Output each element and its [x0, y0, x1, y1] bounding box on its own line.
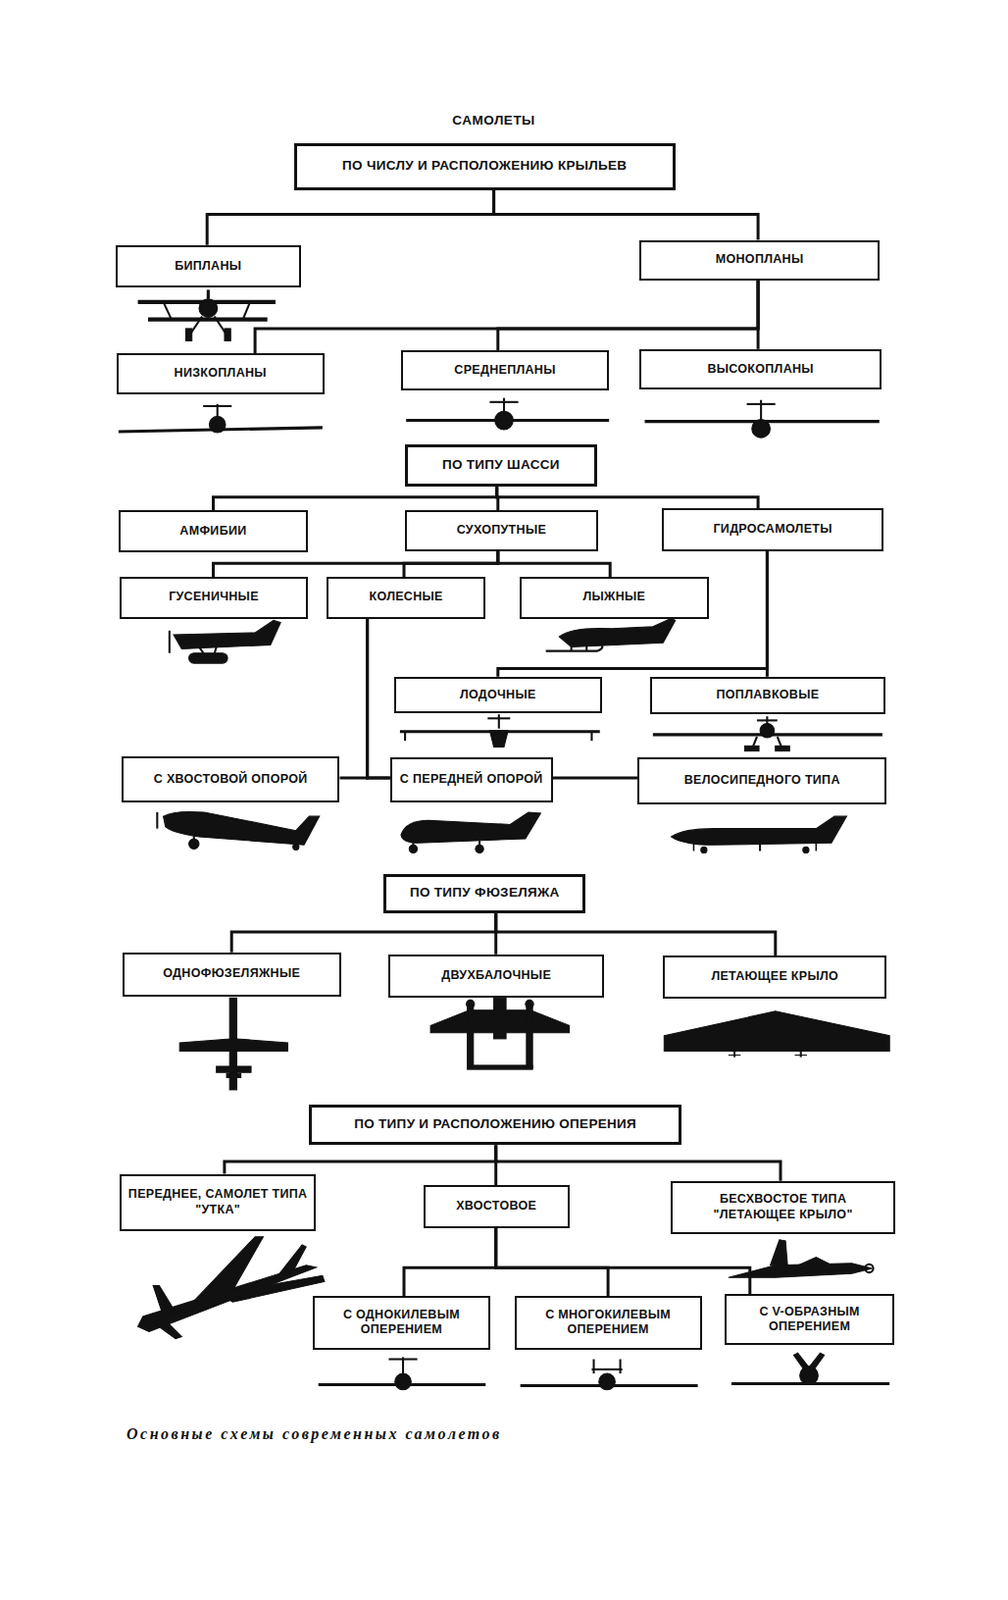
nose-wheel-figure	[401, 811, 542, 854]
flying-wing-figure	[663, 1010, 890, 1058]
box-label: ЛЕТАЮЩЕЕ КРЫЛО	[705, 966, 845, 987]
type-box: ВЕЛОСИПЕДНОГО ТИПА	[637, 756, 887, 805]
box-label: ПО ТИПУ ШАССИ	[436, 454, 566, 476]
type-box: С ОДНОКИЛЕВЫМ ОПЕРЕНИЕМ	[312, 1295, 492, 1349]
tail-wheel-figure	[156, 810, 319, 850]
box-label: ВЫСОКОПЛАНЫ	[701, 359, 819, 380]
type-box: ВЫСОКОПЛАНЫ	[639, 349, 882, 391]
tree-connector	[403, 551, 499, 577]
tree-connector	[496, 1144, 781, 1180]
category-box: ПО ТИПУ ФЮЗЕЛЯЖА	[383, 873, 586, 914]
tree-connector	[254, 280, 758, 353]
box-label: БИПЛАНЫ	[168, 256, 248, 277]
float-plane-figure	[653, 715, 883, 751]
diagram-title: САМОЛЕТЫ	[452, 112, 536, 128]
tree-connector	[224, 1144, 497, 1173]
box-label: ПОПЛАВКОВЫЕ	[710, 685, 826, 706]
tree-connector	[206, 190, 494, 246]
type-box: ГИДРОСАМОЛЕТЫ	[661, 507, 884, 552]
tree-connector	[496, 1227, 751, 1295]
category-box: ПО ЧИСЛУ И РАСПОЛОЖЕНИЮ КРЫЛЬЕВ	[294, 143, 676, 191]
tree-connector	[231, 912, 497, 953]
tree-connector	[498, 551, 610, 577]
tree-connector	[340, 618, 368, 778]
type-box: МОНОПЛАНЫ	[639, 240, 880, 282]
box-label: НИЗКОПЛАНЫ	[168, 363, 273, 384]
figure-caption: Основные схемы современных самолетов	[126, 1424, 503, 1443]
type-box: ЛЕТАЮЩЕЕ КРЫЛО	[662, 955, 887, 999]
type-box: С ПЕРЕДНЕЙ ОПОРОЙ	[390, 756, 554, 803]
type-box: ЛОДОЧНЫЕ	[394, 676, 603, 713]
type-box: КОЛЕСНЫЕ	[326, 576, 486, 619]
box-label: МОНОПЛАНЫ	[709, 250, 810, 270]
tree-connector	[496, 1227, 608, 1297]
tree-connector	[213, 551, 499, 577]
box-label: С МНОГОКИЛЕВЫМ ОПЕРЕНИЕМ	[516, 1305, 701, 1340]
type-box: С V-ОБРАЗНЫМ ОПЕРЕНИЕМ	[724, 1293, 895, 1345]
box-label: ПО ТИПУ И РАСПОЛОЖЕНИЮ ОПЕРЕНИЯ	[348, 1113, 643, 1135]
box-label: БЕСХВОСТОЕ ТИПА "ЛЕТАЮЩЕЕ КРЫЛО"	[672, 1189, 895, 1224]
tree-connector	[765, 551, 769, 677]
type-box: СУХОПУТНЫЕ	[404, 509, 599, 552]
twin-boom-figure	[430, 997, 569, 1069]
tree-connector	[498, 280, 758, 351]
box-label: КОЛЕСНЫЕ	[363, 587, 450, 607]
ski-gear-figure	[546, 617, 676, 651]
type-box: СРЕДНЕПЛАНЫ	[401, 350, 609, 392]
box-label: С ПЕРЕДНЕЙ ОПОРОЙ	[394, 769, 550, 790]
tracked-gear-figure	[169, 619, 281, 663]
v-tail-figure	[731, 1352, 890, 1384]
type-box: ОДНОФЮЗЕЛЯЖНЫЕ	[122, 952, 342, 997]
box-label: СРЕДНЕПЛАНЫ	[448, 360, 561, 381]
type-box: С МНОГОКИЛЕВЫМ ОПЕРЕНИЕМ	[514, 1295, 703, 1349]
type-box: ХВОСТОВОЕ	[423, 1184, 570, 1228]
multi-fin-figure	[520, 1359, 699, 1390]
box-label: ПО ЧИСЛУ И РАСПОЛОЖЕНИЮ КРЫЛЬЕВ	[336, 155, 633, 177]
mid-wing-figure	[405, 398, 609, 430]
box-label: ЛЫЖНЫЕ	[576, 587, 652, 607]
tree-connector	[494, 190, 758, 241]
tree-connector	[498, 551, 768, 677]
tree-connector	[213, 486, 498, 510]
type-box: ПОПЛАВКОВЫЕ	[650, 676, 886, 714]
category-box: ПО ТИПУ ШАССИ	[404, 444, 598, 488]
box-label: ОДНОФЮЗЕЛЯЖНЫЕ	[156, 963, 306, 984]
box-label: ГУСЕНИЧНЫЕ	[162, 587, 265, 607]
box-label: АМФИБИИ	[173, 521, 252, 542]
tree-connector	[497, 486, 758, 508]
bicycle-gear-figure	[671, 815, 848, 853]
box-label: ГИДРОСАМОЛЕТЫ	[706, 519, 838, 540]
type-box: ЛЫЖНЫЕ	[519, 576, 710, 619]
single-fin-figure	[318, 1356, 487, 1389]
type-box: АМФИБИИ	[118, 509, 309, 553]
canard-figure	[138, 1236, 325, 1339]
box-label: С V-ОБРАЗНЫМ ОПЕРЕНИЕМ	[726, 1302, 893, 1337]
box-label: ХВОСТОВОЕ	[450, 1196, 543, 1216]
box-label: ЛОДОЧНЫЕ	[453, 685, 543, 706]
tree-connector	[403, 1227, 497, 1297]
type-box: ДВУХБАЛОЧНЫЕ	[388, 954, 605, 998]
box-label: ПО ТИПУ ФЮЗЕЛЯЖА	[403, 882, 566, 904]
box-label: ПЕРЕДНЕЕ, САМОЛЕТ ТИПА "УТКА"	[121, 1184, 314, 1219]
box-label: С ОДНОКИЛЕВЫМ ОПЕРЕНИЕМ	[314, 1305, 490, 1340]
tree-connector	[496, 912, 776, 956]
type-box: БЕСХВОСТОЕ ТИПА "ЛЕТАЮЩЕЕ КРЫЛО"	[670, 1180, 897, 1234]
type-box: ГУСЕНИЧНЫЕ	[119, 576, 308, 619]
box-label: СУХОПУТНЫЕ	[451, 520, 553, 541]
box-label: ВЕЛОСИПЕДНОГО ТИПА	[678, 770, 847, 791]
tree-connector	[367, 618, 639, 778]
high-wing-figure	[645, 400, 880, 438]
type-box: С ХВОСТОВОЙ ОПОРОЙ	[121, 756, 341, 803]
single-fuselage-figure	[179, 997, 288, 1090]
box-label: С ХВОСТОВОЙ ОПОРОЙ	[148, 769, 314, 790]
flying-boat-figure	[400, 713, 601, 747]
type-box: ПЕРЕДНЕЕ, САМОЛЕТ ТИПА "УТКА"	[119, 1173, 316, 1231]
low-wing-figure	[118, 403, 323, 433]
box-label: ДВУХБАЛОЧНЫЕ	[435, 965, 557, 986]
type-box: БИПЛАНЫ	[115, 245, 302, 289]
type-box: НИЗКОПЛАНЫ	[116, 352, 325, 395]
category-box: ПО ТИПУ И РАСПОЛОЖЕНИЮ ОПЕРЕНИЯ	[308, 1104, 682, 1146]
tree-connector	[756, 280, 760, 350]
tree-connector	[367, 618, 391, 778]
